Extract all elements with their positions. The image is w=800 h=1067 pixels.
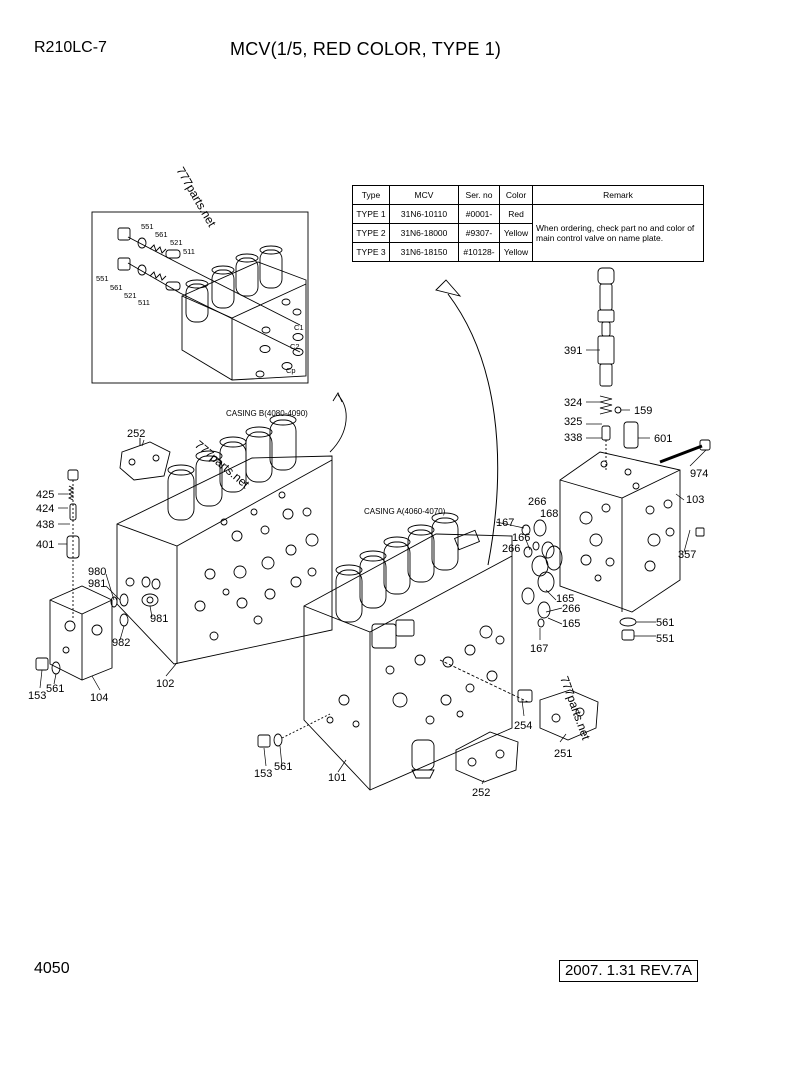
inset-part-label: 511 bbox=[183, 247, 195, 256]
part-label-167: 167 bbox=[496, 517, 514, 529]
table-row: TYPE 1 31N6-10110 #0001- Red When orderi… bbox=[352, 204, 704, 262]
page-number: 4050 bbox=[34, 960, 70, 977]
part-label-153: 153 bbox=[28, 690, 46, 702]
part-label-101: 101 bbox=[328, 772, 346, 784]
part-label-254: 254 bbox=[514, 720, 532, 732]
page-title: MCV(1/5, RED COLOR, TYPE 1) bbox=[230, 39, 502, 59]
part-label-168: 168 bbox=[540, 508, 558, 520]
plug-153-bottom bbox=[257, 713, 331, 748]
inset-valve-block bbox=[117, 227, 307, 381]
part-label-561: 561 bbox=[46, 683, 64, 695]
model-code: R210LC-7 bbox=[34, 39, 107, 56]
cell-serial: #10128- bbox=[458, 242, 500, 262]
inset-arrow bbox=[329, 394, 347, 453]
inset-part-label: 521 bbox=[124, 291, 137, 300]
cell-remark: When ordering, check part no and color o… bbox=[532, 204, 704, 262]
part-label-325: 325 bbox=[564, 416, 582, 428]
inset-port-label: Cp bbox=[286, 366, 296, 375]
casing-b-block bbox=[116, 414, 333, 665]
part-label-601: 601 bbox=[654, 433, 672, 445]
inset-part-label: 551 bbox=[141, 222, 154, 231]
inset-port-label: C1 bbox=[294, 323, 304, 332]
type-spec-table: Type MCV Ser. no Color Remark TYPE 1 31N… bbox=[352, 185, 704, 262]
part-label-102: 102 bbox=[156, 678, 174, 690]
leader-lines bbox=[39, 349, 707, 785]
revision-box: 2007. 1.31 REV.7A bbox=[559, 960, 698, 982]
part-label-974: 974 bbox=[690, 468, 708, 480]
part-label-266: 266 bbox=[562, 603, 580, 615]
inset-part-label: 511 bbox=[138, 298, 150, 307]
part-label-338: 338 bbox=[564, 432, 582, 444]
watermark-text: 777parts.net bbox=[557, 674, 593, 742]
part-label-266: 266 bbox=[502, 543, 520, 555]
part-label-561: 561 bbox=[274, 761, 292, 773]
inset-part-label: 561 bbox=[155, 230, 168, 239]
inset-port-label: C2 bbox=[290, 342, 300, 351]
part-label-981: 981 bbox=[150, 613, 168, 625]
part-label-266: 266 bbox=[528, 496, 546, 508]
part-label-561: 561 bbox=[656, 617, 674, 629]
part-label-165: 165 bbox=[556, 593, 574, 605]
detail-inset-frame bbox=[91, 211, 309, 384]
inset-part-label: 521 bbox=[170, 238, 183, 247]
table-arrow bbox=[447, 293, 499, 566]
part-label-251: 251 bbox=[554, 748, 572, 760]
part-label-153: 153 bbox=[254, 768, 272, 780]
part-label-252: 252 bbox=[127, 428, 145, 440]
inset-part-label: 561 bbox=[110, 283, 123, 292]
cell-color: Yellow bbox=[499, 242, 533, 262]
casing-a-label: CASING A(4060-4070) bbox=[364, 507, 446, 516]
part-label-357: 357 bbox=[678, 549, 696, 561]
part-label-103: 103 bbox=[686, 494, 704, 506]
part-label-982: 982 bbox=[112, 637, 130, 649]
casing-103-block bbox=[559, 451, 681, 613]
right-bottom-components bbox=[455, 689, 599, 783]
part-label-438: 438 bbox=[36, 519, 54, 531]
part-label-425: 425 bbox=[36, 489, 54, 501]
part-label-551: 551 bbox=[656, 633, 674, 645]
part-252-top bbox=[119, 438, 171, 481]
part-label-980: 980 bbox=[88, 566, 106, 578]
part-label-166: 166 bbox=[512, 532, 530, 544]
part-label-159: 159 bbox=[634, 405, 652, 417]
part-label-252: 252 bbox=[472, 787, 490, 799]
part-label-104: 104 bbox=[90, 692, 108, 704]
part-label-165: 165 bbox=[562, 618, 580, 630]
inset-part-label: 551 bbox=[96, 274, 109, 283]
part-label-981: 981 bbox=[88, 578, 106, 590]
part-label-424: 424 bbox=[36, 503, 54, 515]
casing-a-block bbox=[303, 512, 529, 791]
o-ring-group bbox=[521, 519, 563, 628]
casing-b-label: CASING B(4080-4090) bbox=[226, 409, 308, 418]
part-label-167: 167 bbox=[530, 643, 548, 655]
table-row: TYPE 3 31N6-18150 #10128- Yellow bbox=[352, 242, 704, 262]
part-label-401: 401 bbox=[36, 539, 54, 551]
watermark-text: 777parts.net bbox=[173, 165, 219, 230]
part-label-391: 391 bbox=[564, 345, 582, 357]
table-row: TYPE 2 31N6-18000 #9307- Yellow bbox=[352, 223, 704, 243]
part-label-324: 324 bbox=[564, 397, 582, 409]
spool-assembly bbox=[597, 267, 711, 641]
